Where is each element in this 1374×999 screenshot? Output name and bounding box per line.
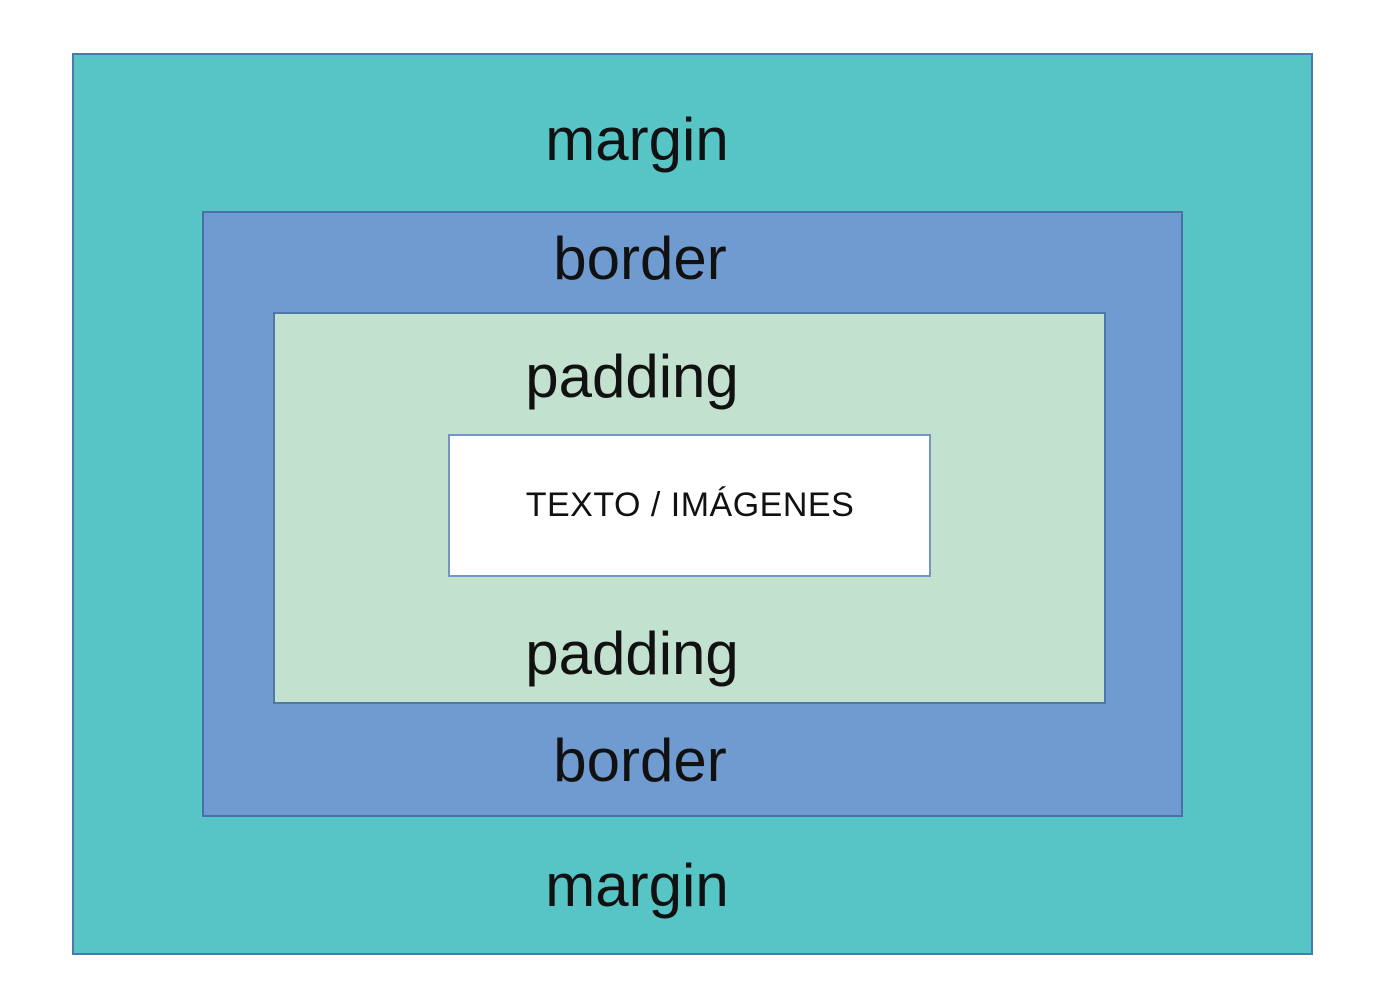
border-label-bottom: border (553, 727, 727, 794)
content-label: TEXTO / IMÁGENES (525, 486, 855, 524)
margin-box (72, 53, 1313, 955)
padding-label-top: padding (525, 343, 739, 410)
padding-label-bottom: padding (525, 620, 739, 687)
border-label-top: border (553, 225, 727, 292)
margin-label-bottom: margin (545, 852, 729, 919)
margin-label-top: margin (545, 106, 729, 173)
padding-box (273, 312, 1106, 704)
content-box (448, 434, 931, 577)
border-box (202, 211, 1183, 817)
